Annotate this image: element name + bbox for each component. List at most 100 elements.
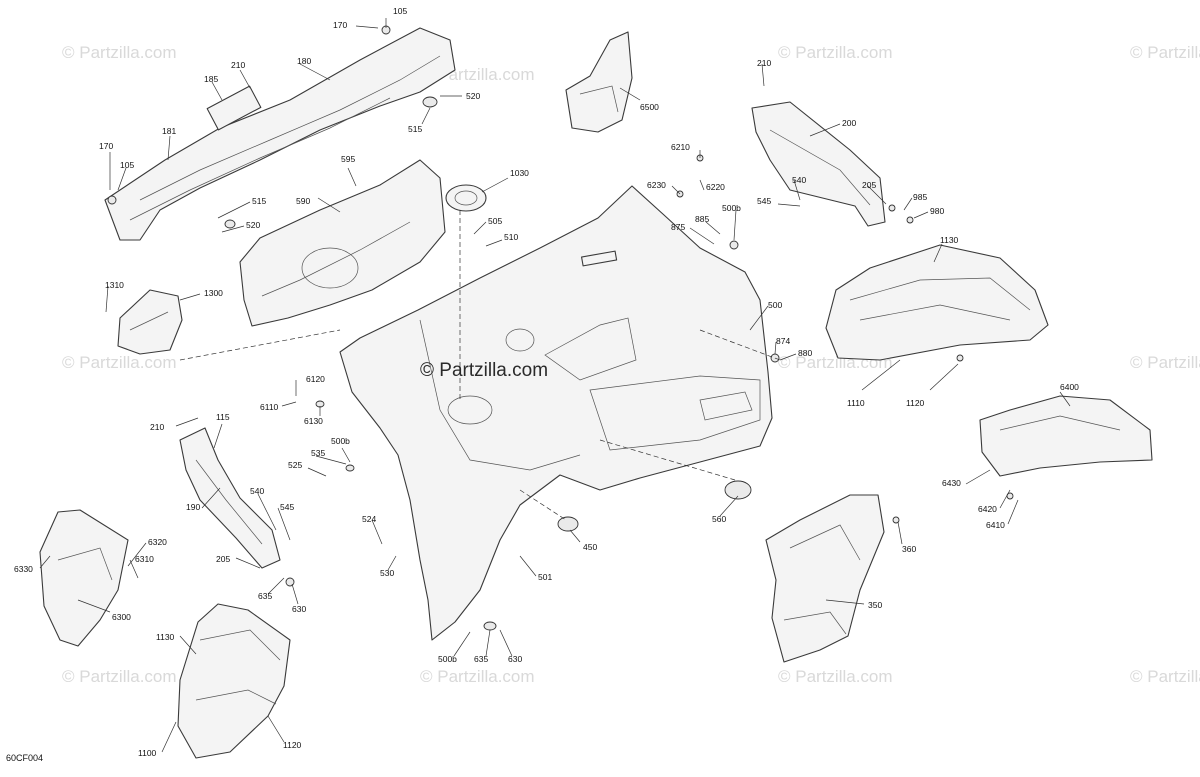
callout-label: 170 (333, 20, 347, 30)
callout-label: 540 (792, 175, 806, 185)
callout-label: 6320 (148, 537, 167, 547)
callout-label: 205 (862, 180, 876, 190)
callout-label: 540 (250, 486, 264, 496)
watermark-text: © Partzilla.com (778, 667, 893, 686)
watermark-text: © Partzilla.com (1130, 353, 1200, 372)
part-1030-cap (445, 184, 487, 212)
callout-label: 181 (162, 126, 176, 136)
callout-label: 545 (280, 502, 294, 512)
watermark-text: © Partzilla.com (62, 667, 177, 686)
watermark-text: © Partzilla.com (62, 353, 177, 372)
callout-label: 210 (757, 58, 771, 68)
callout-label: 524 (362, 514, 376, 524)
callout-label: 210 (150, 422, 164, 432)
callout-label: 885 (695, 214, 709, 224)
callout-label: 205 (216, 554, 230, 564)
callout-label: 350 (868, 600, 882, 610)
part-1300-bracket (117, 289, 183, 355)
callout-label: 6410 (986, 520, 1005, 530)
callout-label: 1110 (847, 398, 865, 408)
callout-label: 6110 (260, 402, 279, 412)
callout-label: 500b (438, 654, 457, 664)
callout-label: 6210 (671, 142, 690, 152)
callout-label: 500 (768, 300, 782, 310)
callout-label: 6400 (1060, 382, 1079, 392)
callout-label: 185 (204, 74, 218, 84)
callout-label: 1130 (940, 235, 959, 245)
part-6300-panel (39, 509, 129, 647)
callout-label: 874 (776, 336, 790, 346)
callout-label: 500b (331, 436, 350, 446)
callout-label: 545 (757, 196, 771, 206)
callout-label: 515 (408, 124, 422, 134)
callout-label: 6500 (640, 102, 659, 112)
callout-label: 200 (842, 118, 856, 128)
callout-label: 360 (902, 544, 916, 554)
part-1110-duct (825, 244, 1049, 361)
callout-label: 6330 (14, 564, 33, 574)
part-180-upper-rail (104, 27, 456, 241)
callout-label: 115 (216, 412, 230, 422)
part-6400-panel (979, 395, 1153, 477)
callout-label: 1120 (283, 740, 302, 750)
callout-label: 170 (99, 141, 113, 151)
callout-label: 6120 (306, 374, 325, 384)
callout-label: 530 (380, 568, 394, 578)
callout-label: 980 (930, 206, 944, 216)
leader-lines (39, 18, 1071, 753)
assembly-lines (179, 210, 781, 521)
callout-label: 6230 (647, 180, 666, 190)
callout-label: 515 (252, 196, 266, 206)
callout-label: 1310 (105, 280, 124, 290)
callout-label: 635 (258, 591, 272, 601)
callout-label: 635 (474, 654, 488, 664)
callout-label: 6430 (942, 478, 961, 488)
callout-label: 105 (393, 6, 407, 16)
callout-label: 1100 (138, 748, 157, 758)
callout-label: 525 (288, 460, 302, 470)
callout-label: 1030 (510, 168, 529, 178)
part-200-bracket (751, 101, 886, 227)
part-350-panel (765, 494, 885, 663)
callout-label: 105 (120, 160, 134, 170)
callout-label: 1130 (156, 632, 175, 642)
callout-label: 510 (504, 232, 518, 242)
callout-label: 875 (671, 222, 685, 232)
watermark-text: © Partzilla.com (1130, 43, 1200, 62)
callout-label: 520 (246, 220, 260, 230)
callout-label: 190 (186, 502, 200, 512)
callout-label: 180 (297, 56, 311, 66)
part-590-side-panel (239, 159, 446, 327)
callout-label: 590 (296, 196, 310, 206)
watermark-text: © Partzilla.com (1130, 667, 1200, 686)
callout-label: 595 (341, 154, 355, 164)
part-500-main-body (339, 185, 773, 641)
part-6500-panel (565, 31, 633, 133)
callout-label: 535 (311, 448, 325, 458)
part-1100-duct (177, 603, 291, 759)
callout-labels: 105 170 210 180 185 520 515 6500 181 170… (14, 6, 1079, 758)
callout-label: 630 (292, 604, 306, 614)
callout-label: 6310 (135, 554, 154, 564)
callout-label: 880 (798, 348, 812, 358)
watermark-text: © Partzilla.com (62, 43, 177, 62)
callout-label: 630 (508, 654, 522, 664)
callout-label: 985 (913, 192, 927, 202)
callout-label: 6420 (978, 504, 997, 514)
watermark-layer: © Partzilla.com © Partzilla.com © Partzi… (62, 43, 1200, 686)
watermark-text: © Partzilla.com (778, 43, 893, 62)
watermark-text: © Partzilla.com (420, 667, 535, 686)
part-190-bracket (179, 427, 281, 569)
callout-label: 1300 (204, 288, 223, 298)
callout-label: 1120 (906, 398, 925, 408)
callout-label: 505 (488, 216, 502, 226)
callout-label: 500b (722, 203, 741, 213)
callout-label: 501 (538, 572, 552, 582)
callout-label: 210 (231, 60, 245, 70)
callout-label: 520 (466, 91, 480, 101)
main-watermark-text: © Partzilla.com (420, 360, 548, 381)
callout-label: 450 (583, 542, 597, 552)
callout-label: 6300 (112, 612, 131, 622)
diagram-code: 60CF004 (6, 753, 43, 763)
